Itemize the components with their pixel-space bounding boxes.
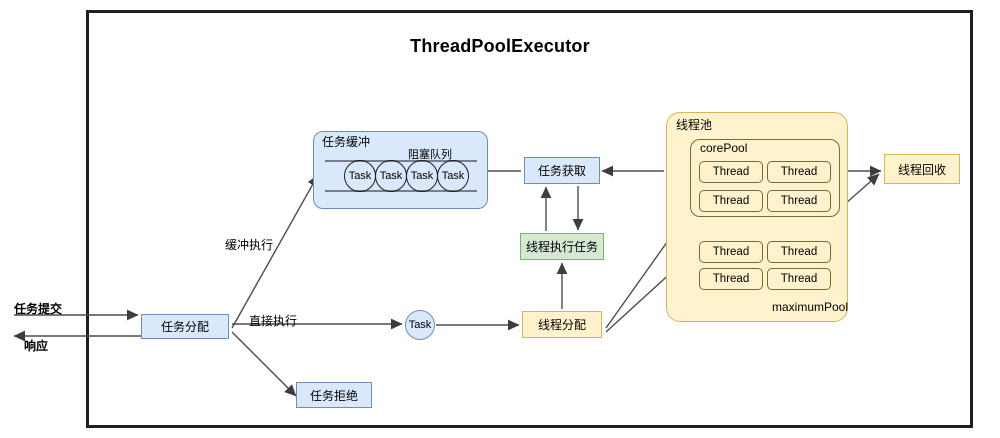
- core-thread-1[interactable]: Thread: [699, 161, 763, 183]
- task-buffer-label: 任务缓冲: [322, 135, 371, 149]
- core-thread-3[interactable]: Thread: [699, 190, 763, 212]
- direct-exec-label: 直接执行: [249, 314, 298, 328]
- max-thread-3[interactable]: Thread: [699, 268, 763, 290]
- queue-line-top: [325, 160, 477, 162]
- task-reject-node[interactable]: 任务拒绝: [296, 382, 372, 408]
- page-title: ThreadPoolExecutor: [410, 35, 590, 56]
- queue-task-1[interactable]: Task: [344, 160, 376, 192]
- thread-pool-label: 线程池: [676, 118, 713, 132]
- core-pool-label: corePool: [700, 141, 748, 155]
- blocking-queue-label: 阻塞队列: [408, 149, 452, 161]
- thread-exec-task-node[interactable]: 线程执行任务: [520, 233, 604, 260]
- core-thread-4[interactable]: Thread: [767, 190, 831, 212]
- thread-recycle-node[interactable]: 线程回收: [884, 154, 960, 184]
- thread-alloc-node[interactable]: 线程分配: [522, 311, 602, 338]
- response-label: 响应: [24, 339, 49, 353]
- core-thread-2[interactable]: Thread: [767, 161, 831, 183]
- task-circle-node[interactable]: Task: [405, 310, 435, 340]
- core-pool-group[interactable]: [690, 139, 840, 217]
- max-thread-2[interactable]: Thread: [767, 241, 831, 263]
- task-fetch-node[interactable]: 任务获取: [524, 157, 600, 184]
- max-thread-4[interactable]: Thread: [767, 268, 831, 290]
- task-alloc-node[interactable]: 任务分配: [141, 314, 229, 339]
- queue-task-4[interactable]: Task: [437, 160, 469, 192]
- buffer-exec-label: 缓冲执行: [225, 238, 274, 252]
- max-thread-1[interactable]: Thread: [699, 241, 763, 263]
- queue-task-3[interactable]: Task: [406, 160, 438, 192]
- task-submit-label: 任务提交: [14, 302, 63, 316]
- maximum-pool-label: maximumPool: [772, 300, 849, 314]
- queue-line-bottom: [325, 190, 477, 192]
- queue-task-2[interactable]: Task: [375, 160, 407, 192]
